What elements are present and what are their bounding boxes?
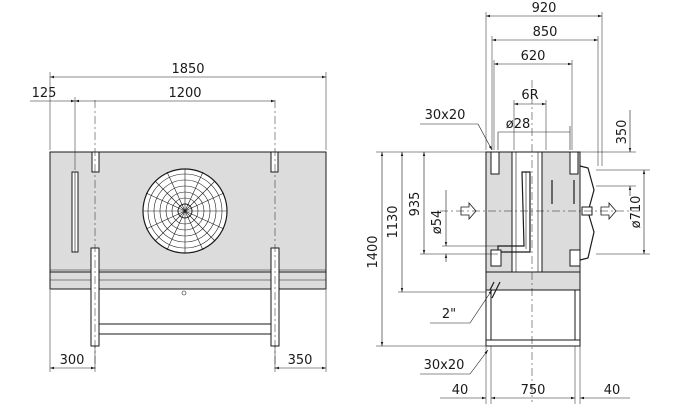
dim-bottom-left-40: 40 xyxy=(452,383,469,398)
dim-connection-diameter: ø54 xyxy=(430,210,445,235)
dim-350-bottom: 350 xyxy=(288,353,313,368)
dim-750: 750 xyxy=(521,383,546,398)
dim-125: 125 xyxy=(32,86,57,101)
dim-300: 300 xyxy=(60,353,85,368)
dim-bracket-top: 30x20 xyxy=(425,108,466,123)
dim-920: 920 xyxy=(532,1,557,16)
front-view: 1850 125 1200 300 350 xyxy=(30,62,327,372)
dim-1200: 1200 xyxy=(168,86,201,101)
dim-935: 935 xyxy=(408,192,423,217)
dim-bottom-right-40: 40 xyxy=(604,383,621,398)
side-leg-right xyxy=(574,289,581,347)
dim-1130: 1130 xyxy=(386,205,401,238)
front-tray xyxy=(49,271,327,290)
dim-6r: 6R xyxy=(521,88,538,103)
side-tray xyxy=(485,271,581,291)
side-coil xyxy=(511,151,543,273)
front-rail-left xyxy=(91,151,100,173)
dim-1400: 1400 xyxy=(366,235,381,268)
dim-1850: 1850 xyxy=(171,62,204,77)
dim-850: 850 xyxy=(533,25,558,40)
side-view: 920 850 620 6R ø28 30x20 350 ø710 xyxy=(366,1,650,404)
fan-guard xyxy=(142,168,228,254)
dim-drain: 2" xyxy=(442,307,456,322)
dim-620: 620 xyxy=(521,49,546,64)
dim-tube-diameter: ø28 xyxy=(506,117,531,132)
front-rail-right xyxy=(270,151,279,173)
front-crossbeam xyxy=(98,323,272,335)
airflow-arrow-out xyxy=(600,201,617,221)
dim-bracket-bottom: 30x20 xyxy=(424,358,465,373)
dim-fan-diameter: ø710 xyxy=(629,196,644,229)
dim-350-side: 350 xyxy=(615,120,630,145)
